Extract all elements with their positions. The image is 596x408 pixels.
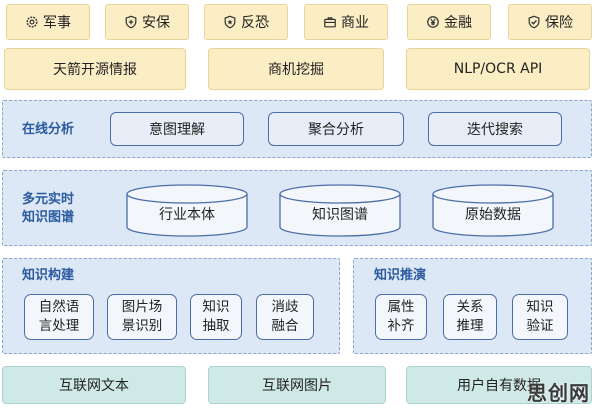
star-shield-icon — [224, 15, 236, 29]
domain-tile-finance: 金融 — [407, 4, 491, 40]
knowledge-extraction-box: 知识 抽取 — [190, 294, 242, 340]
knowledge-verification-box: 知识 验证 — [512, 294, 568, 340]
intent-understanding-box: 意图理解 — [110, 112, 244, 146]
knowledge-graph-title-line2: 知识图谱 — [22, 210, 75, 225]
knowledge-graph-title-line1: 多元实时 — [22, 192, 75, 207]
knowledge-reasoning-title: 知识推演 — [374, 268, 427, 283]
input-user-own-data: 用户自有数据 — [406, 366, 592, 404]
source-label: 商机挖掘 — [268, 62, 324, 78]
source-label: NLP/OCR API — [453, 61, 543, 77]
domain-tile-military: 军事 — [6, 4, 90, 40]
input-internet-text: 互联网文本 — [2, 366, 186, 404]
shield-plus-icon — [125, 15, 137, 29]
box-label: 意图理解 — [149, 122, 205, 138]
box-label: 聚合分析 — [308, 122, 364, 138]
cylinder-label: 知识图谱 — [312, 206, 368, 223]
source-nlp-ocr-api: NLP/OCR API — [406, 48, 590, 90]
nlp-box: 自然语 言处理 — [24, 294, 94, 340]
source-label: 天箭开源情报 — [53, 62, 137, 78]
attribute-completion-box: 属性 补齐 — [375, 294, 427, 340]
disambiguation-fusion-box: 消歧 融合 — [256, 294, 314, 340]
cylinder-label: 行业本体 — [159, 207, 215, 223]
cylinder-knowledge-graph: 知识图谱 — [279, 184, 401, 237]
domain-tile-insurance: 保险 — [508, 4, 592, 40]
cylinder-label: 原始数据 — [465, 207, 521, 223]
domain-label: 保险 — [545, 15, 573, 31]
briefcase-icon — [324, 17, 336, 28]
box-label: 迭代搜索 — [467, 122, 523, 138]
input-label: 互联网文本 — [59, 378, 129, 394]
domain-label: 金融 — [444, 15, 472, 31]
domain-label: 商业 — [341, 15, 369, 31]
yen-coin-icon — [427, 16, 439, 28]
aggregate-analysis-box: 聚合分析 — [268, 112, 404, 146]
input-internet-images: 互联网图片 — [208, 366, 386, 404]
domain-label: 安保 — [142, 15, 170, 31]
image-scene-recognition-box: 图片场 景识别 — [107, 294, 177, 340]
knowledge-construction-title: 知识构建 — [22, 268, 75, 283]
source-business-mining: 商机挖掘 — [208, 48, 384, 90]
gear-icon — [26, 16, 38, 28]
source-tianjian-osint: 天箭开源情报 — [4, 48, 186, 90]
cylinder-raw-data: 原始数据 — [432, 184, 554, 237]
online-analysis-title: 在线分析 — [22, 122, 75, 137]
relation-reasoning-box: 关系 推理 — [443, 294, 497, 340]
domain-tile-security: 安保 — [105, 4, 189, 40]
domain-label: 反恐 — [241, 15, 269, 31]
cylinder-industry-ontology: 行业本体 — [126, 184, 248, 237]
watermark: 思创网 — [527, 381, 590, 405]
iterative-search-box: 迭代搜索 — [428, 112, 562, 146]
shield-check-icon — [528, 15, 540, 29]
domain-tile-business: 商业 — [304, 4, 388, 40]
domain-tile-counterterrorism: 反恐 — [204, 4, 288, 40]
input-label: 互联网图片 — [262, 378, 332, 394]
domain-label: 军事 — [43, 15, 71, 31]
input-label: 用户自有数据 — [457, 378, 541, 394]
